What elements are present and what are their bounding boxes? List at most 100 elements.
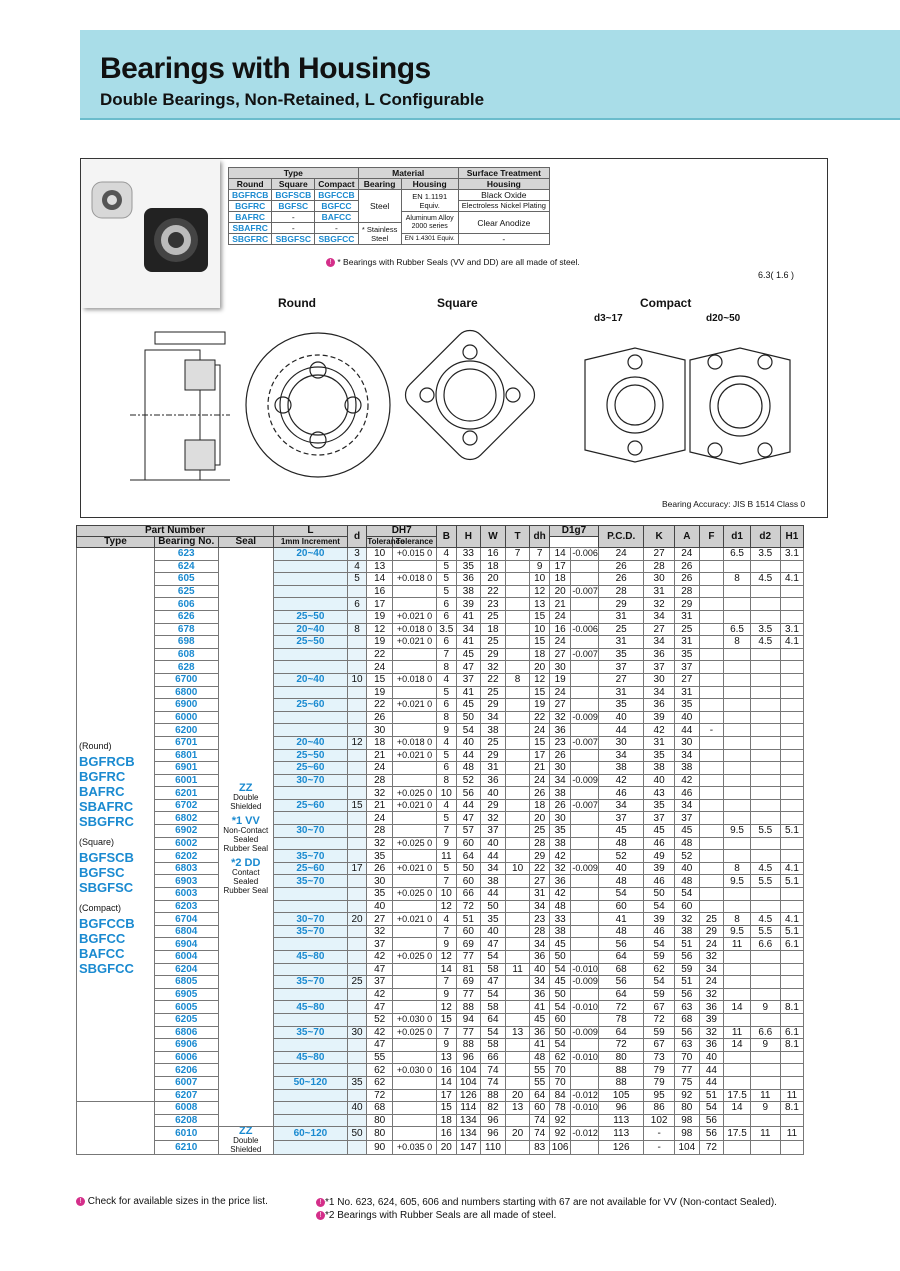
table-cell: 45 (548, 975, 572, 989)
table-cell: 9 (436, 1038, 457, 1052)
table-cell: 14 (366, 572, 393, 586)
table-cell: 26 (598, 559, 645, 574)
table-cell: 37 (643, 660, 675, 674)
table-cell: 8 (723, 635, 751, 649)
bearing-no: 6906 (153, 1038, 219, 1052)
table-cell: 8 (436, 660, 457, 674)
table-cell: 36 (548, 874, 572, 889)
table-cell: 25~50 (272, 609, 348, 624)
table-cell: 34 (698, 962, 725, 977)
table-cell (723, 975, 751, 989)
table-cell: 34 (643, 635, 675, 649)
table-cell: 8 (723, 861, 751, 876)
table-cell: 104 (455, 1063, 482, 1077)
table-cell: 11 (749, 1126, 781, 1142)
bearing-no: 6206 (153, 1063, 219, 1077)
table-cell: 24 (548, 635, 572, 649)
table-cell (698, 660, 725, 674)
table-cell (570, 786, 600, 800)
table-cell (698, 559, 725, 574)
table-cell: 105 (598, 1088, 645, 1103)
table-cell: 59 (674, 962, 700, 977)
table-cell: 40 (480, 786, 506, 800)
table-cell (504, 748, 531, 763)
table-cell: 58 (480, 1038, 506, 1052)
table-cell: 19 (529, 698, 550, 712)
table-cell: 6 (436, 597, 457, 611)
material-note: ! * Bearings with Rubber Seals (VV and D… (326, 257, 580, 268)
table-cell: 38 (480, 723, 506, 737)
th-L-increment: 1mm Increment (272, 536, 348, 548)
table-cell (698, 735, 725, 750)
th-W: W (480, 525, 506, 548)
table-cell (570, 1012, 600, 1027)
table-cell: 28 (643, 559, 675, 574)
table-cell: 69 (455, 975, 482, 989)
table-cell: 72 (698, 1140, 725, 1156)
mt-round: Round (227, 178, 273, 190)
table-cell: 36 (529, 1025, 550, 1040)
table-cell (723, 584, 751, 599)
table-cell: 25~60 (272, 861, 348, 876)
table-cell: 16 (436, 1063, 457, 1077)
table-cell: 56 (598, 975, 645, 989)
table-cell (698, 849, 725, 863)
table-cell: 35 (674, 698, 700, 712)
bearing-no: 624 (153, 559, 219, 574)
table-cell (698, 635, 725, 649)
table-cell: 48 (674, 874, 700, 889)
table-cell: 7 (436, 874, 457, 889)
table-cell: 5.1 (779, 924, 805, 939)
bearing-no: 6704 (153, 912, 219, 926)
table-cell: 29 (529, 849, 550, 863)
table-cell (723, 887, 751, 901)
table-cell: 29 (674, 597, 700, 611)
table-cell: 20 (529, 811, 550, 826)
table-cell: 13 (529, 597, 550, 611)
table-cell: 6 (436, 698, 457, 712)
table-cell: 20 (504, 1088, 531, 1103)
table-cell (570, 987, 600, 1002)
type-item: SBGFCC (79, 961, 134, 976)
mt-eln: Electroless Nickel Plating (457, 200, 550, 212)
table-cell: -0.009 -0.034 (570, 975, 600, 989)
table-cell: 52 (598, 849, 645, 863)
table-cell: 48 (529, 1050, 550, 1065)
mt-cell: SBGFSC (271, 233, 316, 245)
table-cell (504, 584, 531, 599)
table-cell: 28 (674, 584, 700, 599)
table-cell: 51 (455, 912, 482, 926)
table-cell: 126 (455, 1088, 482, 1103)
table-cell (504, 987, 531, 1002)
table-cell: 5.5 (749, 824, 781, 838)
table-cell: 52 (674, 849, 700, 863)
table-cell: 126 (598, 1140, 645, 1156)
bearing-no: 6005 (153, 1000, 219, 1014)
table-cell (504, 798, 531, 813)
table-cell: 54 (548, 1000, 572, 1014)
table-cell: 36 (548, 723, 572, 737)
th-H1: H1 (779, 525, 805, 548)
table-cell (504, 685, 531, 700)
table-cell (346, 1012, 368, 1027)
table-cell: 13 (504, 1025, 531, 1040)
table-cell: 80 (674, 1101, 700, 1115)
table-cell: 30 (548, 761, 572, 775)
compact-large-drawing (689, 347, 791, 465)
table-cell: 30 (643, 572, 675, 586)
table-cell (570, 748, 600, 763)
table-cell (779, 950, 805, 964)
table-cell: 6.6 (749, 937, 781, 951)
table-cell (391, 811, 438, 826)
table-cell: 47 (455, 811, 482, 826)
table-cell (749, 761, 781, 775)
table-cell: +0.025 0 (391, 950, 438, 964)
seal-item: ZZ (239, 1126, 253, 1138)
table-cell: 5 (436, 685, 457, 700)
table-cell: 46 (674, 786, 700, 800)
table-cell: 12 (436, 899, 457, 914)
table-cell: 62 (548, 1050, 572, 1065)
